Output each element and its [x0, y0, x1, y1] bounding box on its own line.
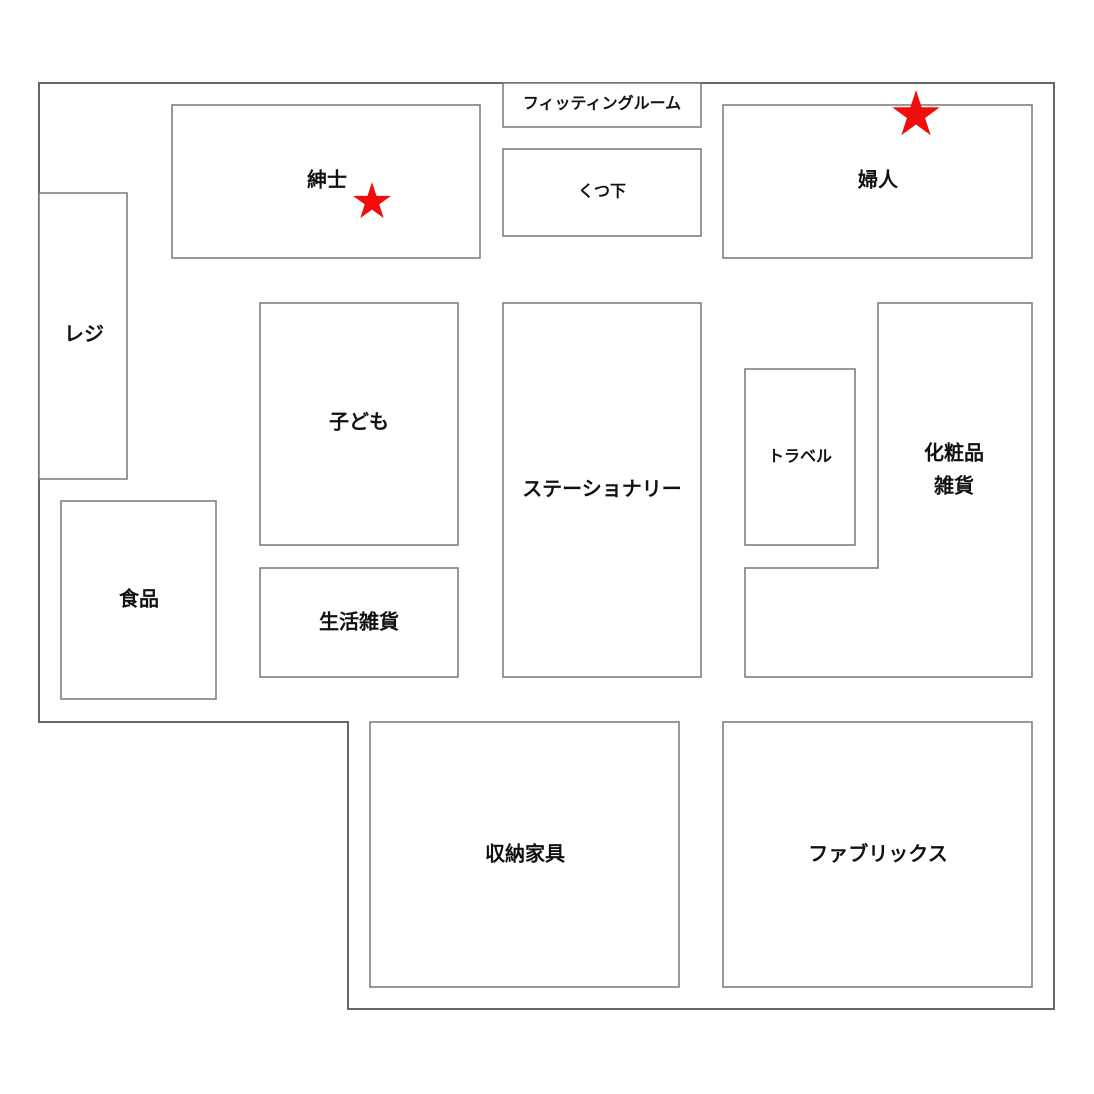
area-label-mens: 紳士: [307, 168, 347, 192]
star-icon: [352, 182, 392, 219]
area-register[interactable]: レジ: [38, 192, 128, 480]
area-socks[interactable]: くつ下: [502, 148, 702, 237]
star-icon: [892, 90, 940, 136]
area-fabrics[interactable]: ファブリックス: [722, 721, 1033, 988]
area-label-kids: 子ども: [329, 410, 389, 434]
area-label-womens: 婦人: [857, 168, 899, 192]
area-label-fabrics: ファブリックス: [808, 842, 947, 866]
area-label-cosmetics: 化粧品: [924, 441, 984, 465]
area-fitting-room[interactable]: フィッティングルーム: [502, 82, 702, 128]
area-label-fitting-room: フィッティングルーム: [523, 94, 681, 113]
area-food[interactable]: 食品: [60, 500, 217, 700]
area-label-stationery: ステーショナリー: [522, 477, 682, 501]
area-household[interactable]: 生活雑貨: [259, 567, 459, 678]
store-outline: [38, 82, 1055, 1010]
area-travel[interactable]: トラベル: [744, 368, 856, 546]
area-cosmetics[interactable]: 化粧品 雑貨: [744, 302, 1033, 678]
area-label-food: 食品: [119, 587, 159, 611]
area-storage-furniture[interactable]: 収納家具: [369, 721, 680, 988]
area-label-cosmetics-goods: 雑貨: [933, 474, 974, 498]
area-label-register: レジ: [64, 322, 104, 346]
area-label-travel: トラベル: [768, 447, 832, 466]
area-label-storage-furniture: 収納家具: [485, 842, 565, 866]
area-label-household: 生活雑貨: [319, 610, 399, 634]
area-label-socks: くつ下: [578, 182, 626, 201]
area-mens[interactable]: 紳士: [171, 104, 481, 259]
area-stationery[interactable]: ステーショナリー: [502, 302, 702, 678]
area-womens[interactable]: 婦人: [722, 104, 1033, 259]
area-kids[interactable]: 子ども: [259, 302, 459, 546]
